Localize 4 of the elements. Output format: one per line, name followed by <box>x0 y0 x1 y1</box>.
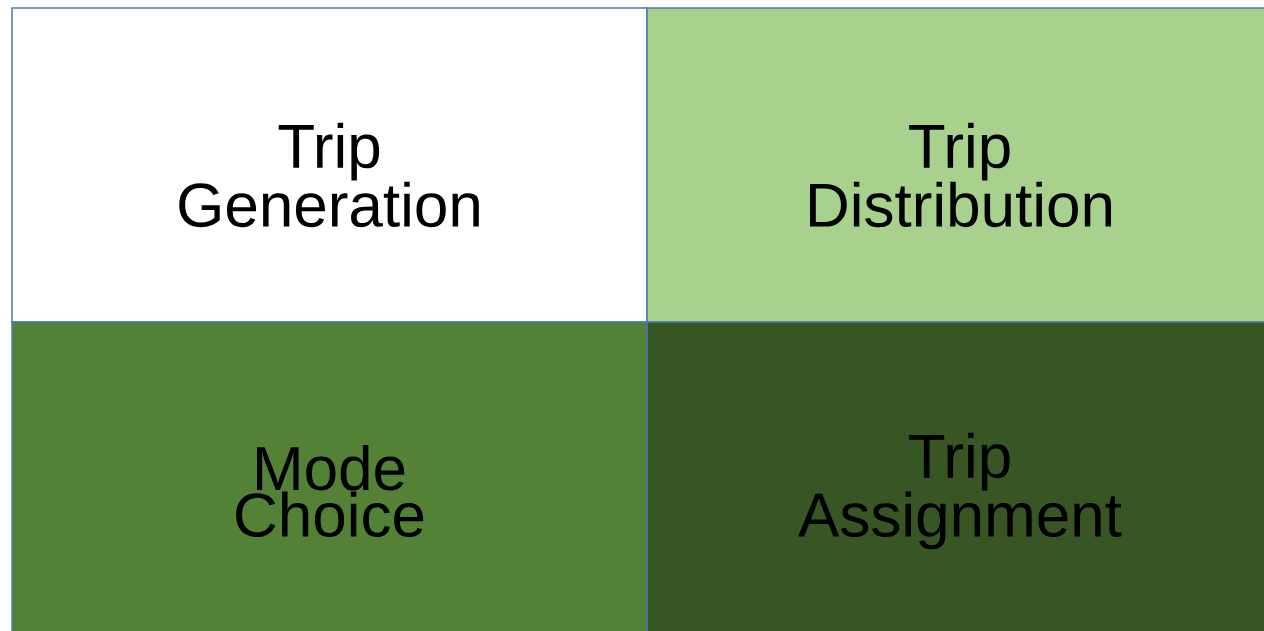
step-box: Trip Distribution <box>646 7 1264 323</box>
step-box: Trip Generation <box>11 7 648 323</box>
step-box: Mode Choice <box>11 321 648 631</box>
step-box: Trip Assignment <box>646 321 1264 631</box>
